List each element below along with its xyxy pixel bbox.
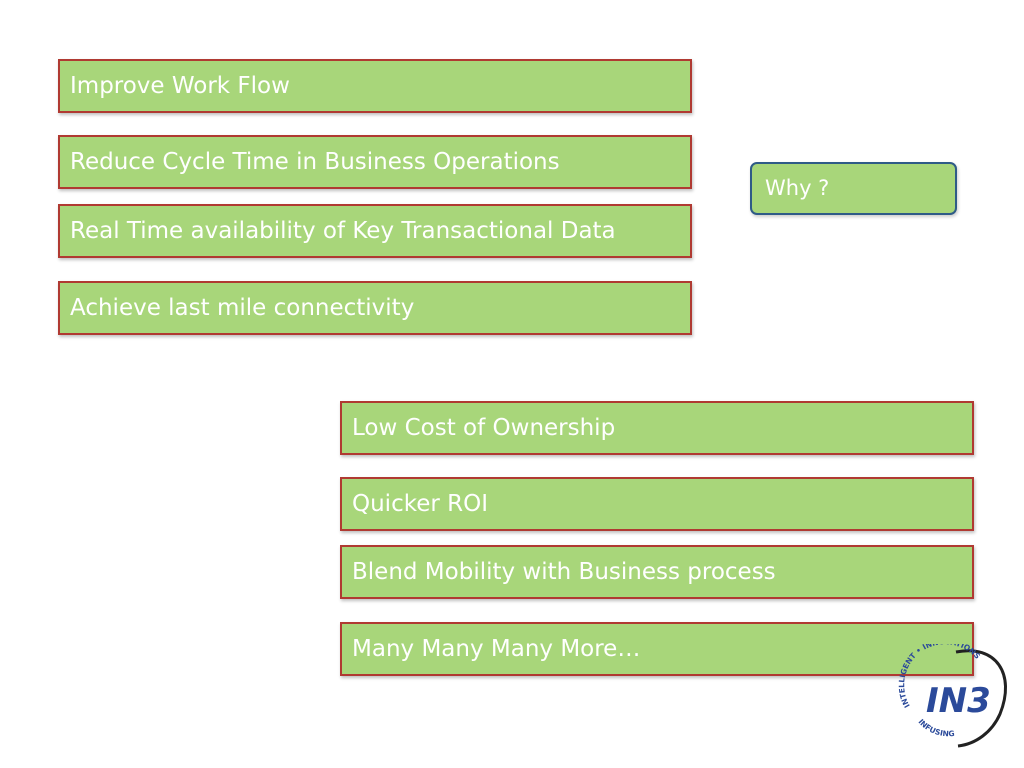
point-low-cost-ownership: Low Cost of Ownership bbox=[340, 401, 974, 455]
in3-logo: INTELLIGENT • INNOVATIONS INFUSING IN3 bbox=[896, 637, 1010, 748]
logo-mark: IN3 bbox=[926, 681, 991, 721]
point-improve-work-flow: Improve Work Flow bbox=[58, 59, 692, 113]
point-quicker-roi: Quicker ROI bbox=[340, 477, 974, 531]
in3-logo-icon: INTELLIGENT • INNOVATIONS INFUSING IN3 bbox=[897, 637, 1007, 748]
why-callout: Why ? bbox=[750, 162, 957, 215]
point-real-time-data: Real Time availability of Key Transactio… bbox=[58, 204, 692, 258]
point-many-more: Many Many Many More… bbox=[340, 622, 974, 676]
point-last-mile-connectivity: Achieve last mile connectivity bbox=[58, 281, 692, 335]
point-blend-mobility: Blend Mobility with Business process bbox=[340, 545, 974, 599]
point-reduce-cycle-time: Reduce Cycle Time in Business Operations bbox=[58, 135, 692, 189]
